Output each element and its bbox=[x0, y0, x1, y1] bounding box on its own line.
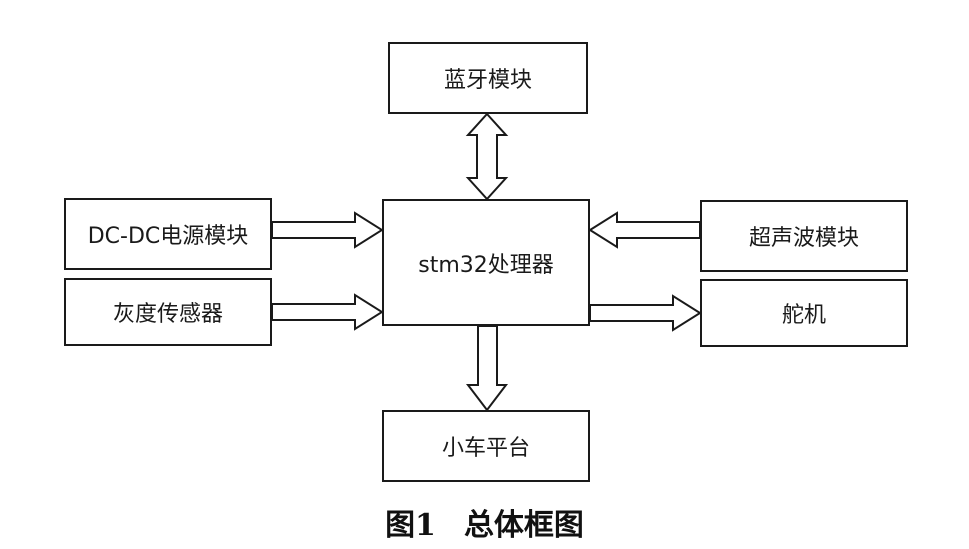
car-platform-box: 小车平台 bbox=[382, 410, 590, 482]
arrow-gray-to-processor bbox=[271, 293, 384, 331]
arrow-ultrasonic-to-processor bbox=[588, 211, 701, 249]
ultrasonic-module-label: 超声波模块 bbox=[748, 226, 859, 251]
figure-number: 图1 bbox=[385, 508, 436, 543]
power-module-box: DC-DC电源模块 bbox=[64, 198, 272, 270]
arrow-processor-to-car bbox=[465, 325, 509, 412]
figure-caption: 图1 总体框图 bbox=[0, 500, 969, 544]
processor-box: stm32处理器 bbox=[382, 199, 590, 326]
arrow-bluetooth-processor bbox=[465, 112, 509, 201]
car-platform-label: 小车平台 bbox=[441, 436, 530, 461]
power-module-label: DC-DC电源模块 bbox=[87, 224, 249, 249]
gray-sensor-label: 灰度传感器 bbox=[112, 302, 223, 327]
arrow-power-to-processor bbox=[271, 211, 384, 249]
bluetooth-module-box: 蓝牙模块 bbox=[388, 42, 588, 114]
processor-label: stm32处理器 bbox=[418, 252, 554, 278]
gray-sensor-box: 灰度传感器 bbox=[64, 278, 272, 346]
servo-box: 舵机 bbox=[700, 279, 908, 347]
bluetooth-module-label: 蓝牙模块 bbox=[443, 68, 532, 93]
figure-title: 总体框图 bbox=[463, 508, 584, 543]
servo-label: 舵机 bbox=[781, 303, 826, 328]
arrow-processor-to-servo bbox=[589, 294, 702, 332]
ultrasonic-module-box: 超声波模块 bbox=[700, 200, 908, 272]
